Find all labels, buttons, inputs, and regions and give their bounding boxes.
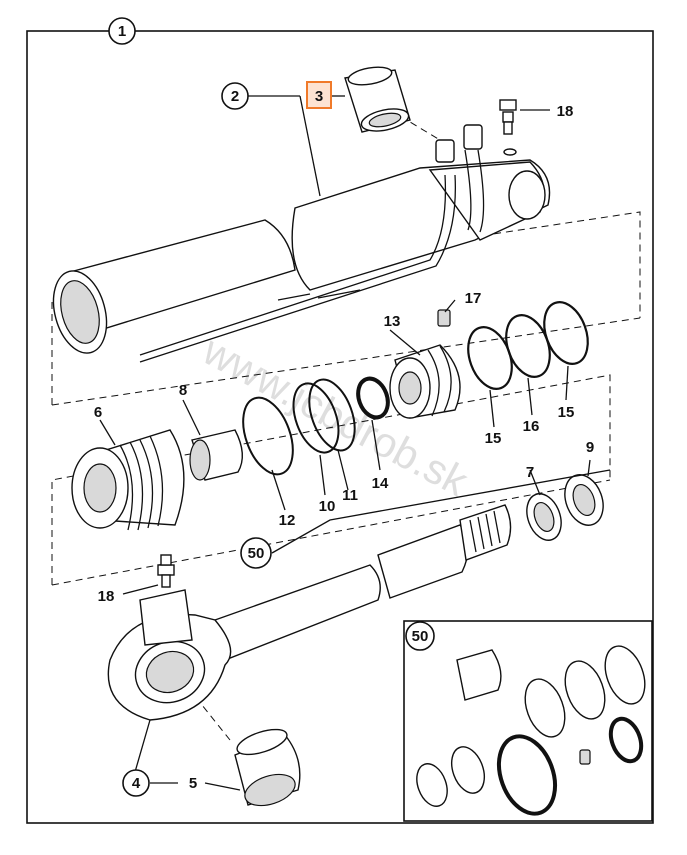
callout-12-label: 12 [279,512,296,529]
leader-lines [99,31,611,791]
callout-13-label: 13 [384,313,401,330]
grub-screw-17 [437,309,451,327]
piston-rod-part-4 [107,504,512,721]
callout-10-label: 10 [319,498,336,515]
callout-2: 2 [221,82,249,110]
callout-4-label: 4 [132,775,141,792]
callout-1: 1 [108,17,136,45]
callout-3-highlighted: 3 [306,81,332,109]
callout-15b-label: 15 [485,430,502,447]
callout-3-label: 3 [315,88,323,105]
callout-15a-label: 15 [558,404,575,421]
barrel-fittings [435,124,517,163]
callout-4: 4 [122,769,150,797]
callout-50-main-label: 50 [248,545,265,562]
callout-2-label: 2 [231,88,239,105]
bush-part-5 [234,728,301,807]
seal-kit-inset [403,620,653,822]
callout-50-main: 50 [240,537,272,569]
wiper-seals-7-9 [526,474,604,541]
callout-50-inset: 50 [405,621,435,651]
callout-18-bottom-label: 18 [98,588,115,605]
gland-part-6 [71,429,185,531]
main-frame [26,30,654,824]
seal-rings-right [467,301,589,390]
callout-8-label: 8 [179,382,187,399]
callout-7-label: 7 [526,464,534,481]
callout-1-label: 1 [118,23,126,40]
callout-50-inset-label: 50 [412,628,429,645]
callout-9-label: 9 [586,439,594,456]
callout-17-label: 17 [465,290,482,307]
callout-16-label: 16 [523,418,540,435]
callout-18-top-label: 18 [557,103,574,120]
callout-11-label: 11 [342,487,358,504]
piston-part-13 [389,344,461,419]
bush-part-8 [189,429,243,481]
grease-nipple-top [499,99,517,135]
grease-nipple-bottom [157,554,175,588]
callout-6-label: 6 [94,404,102,421]
seal-rings-left [242,376,390,476]
cylinder-barrel [52,149,551,363]
callout-14-label: 14 [372,475,389,492]
bush-part-3 [344,66,411,133]
callout-5-label: 5 [189,775,197,792]
